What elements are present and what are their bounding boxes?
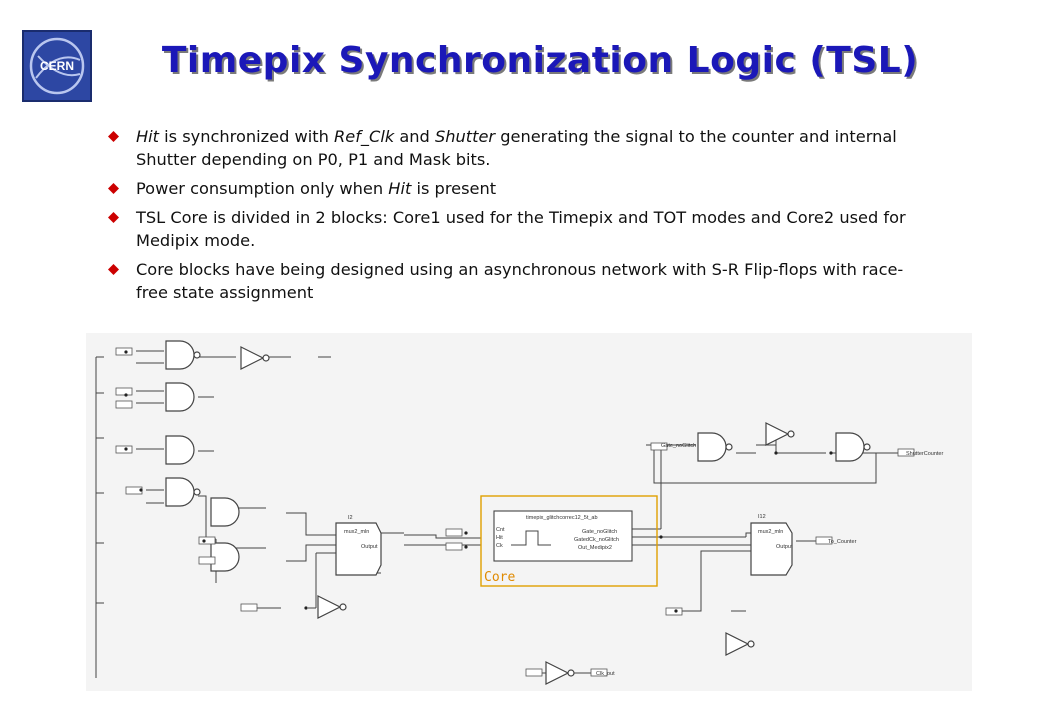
svg-text:mux2_mln: mux2_mln [758, 529, 783, 535]
svg-text:Out_Medipix2: Out_Medipix2 [578, 545, 612, 551]
bullet-text: and [394, 127, 435, 146]
svg-text:To_Counter: To_Counter [828, 539, 857, 545]
bullet-item: Power consumption only when Hit is prese… [108, 177, 928, 200]
bullet-italic-text: Ref_Clk [334, 127, 395, 146]
bullet-text: is present [411, 179, 497, 198]
svg-text:Clk_out: Clk_out [596, 671, 615, 677]
core-label: Core [484, 570, 516, 585]
svg-text:timepix_glitchcorrec12_5t_ab: timepix_glitchcorrec12_5t_ab [526, 515, 598, 521]
bullet-list: Hit is synchronized with Ref_Clk and Shu… [108, 125, 928, 310]
bullet-diamond-icon [108, 131, 119, 142]
bullet-text: is synchronized with [159, 127, 335, 146]
bullet-text: Power consumption only when [136, 179, 389, 198]
svg-text:mux2_mln: mux2_mln [344, 529, 369, 535]
page-title: Timepix Synchronization Logic (TSL) [161, 40, 919, 81]
bullet-italic-text: Shutter [434, 127, 496, 146]
svg-text:Gate_noGlitch: Gate_noGlitch [661, 443, 696, 449]
svg-text:Ck: Ck [496, 543, 503, 549]
bullet-diamond-icon [108, 264, 119, 275]
svg-text:ShutterCounter: ShutterCounter [906, 451, 943, 457]
svg-text:Output: Output [361, 544, 378, 550]
logo-text: CERN [40, 59, 74, 73]
bullet-text: generating the signal to the counter and… [136, 127, 897, 169]
bullet-text: Core blocks have being designed using an… [136, 260, 904, 302]
bullet-item: TSL Core is divided in 2 blocks: Core1 u… [108, 206, 928, 252]
bullet-text: TSL Core is divided in 2 blocks: Core1 u… [136, 208, 906, 250]
svg-text:Output: Output [776, 544, 793, 550]
bullet-diamond-icon [108, 183, 119, 194]
schematic-diagram: timepix_glitchcorrec12_5t_ab Gate_noGlit… [86, 333, 972, 691]
bullet-diamond-icon [108, 212, 119, 223]
svg-text:Hit: Hit [496, 535, 503, 541]
svg-text:Gate_noGlitch: Gate_noGlitch [582, 529, 617, 535]
cern-logo: CERN [22, 30, 92, 102]
bullet-item: Core blocks have being designed using an… [108, 258, 928, 304]
bullet-italic-text: Hit [136, 127, 160, 146]
svg-text:I12: I12 [758, 514, 766, 520]
bullet-italic-text: Hit [388, 179, 412, 198]
svg-text:GatedCk_noGlitch: GatedCk_noGlitch [574, 537, 619, 543]
svg-text:Cnt: Cnt [496, 527, 505, 533]
svg-text:I2: I2 [348, 515, 353, 521]
bullet-item: Hit is synchronized with Ref_Clk and Shu… [108, 125, 928, 171]
